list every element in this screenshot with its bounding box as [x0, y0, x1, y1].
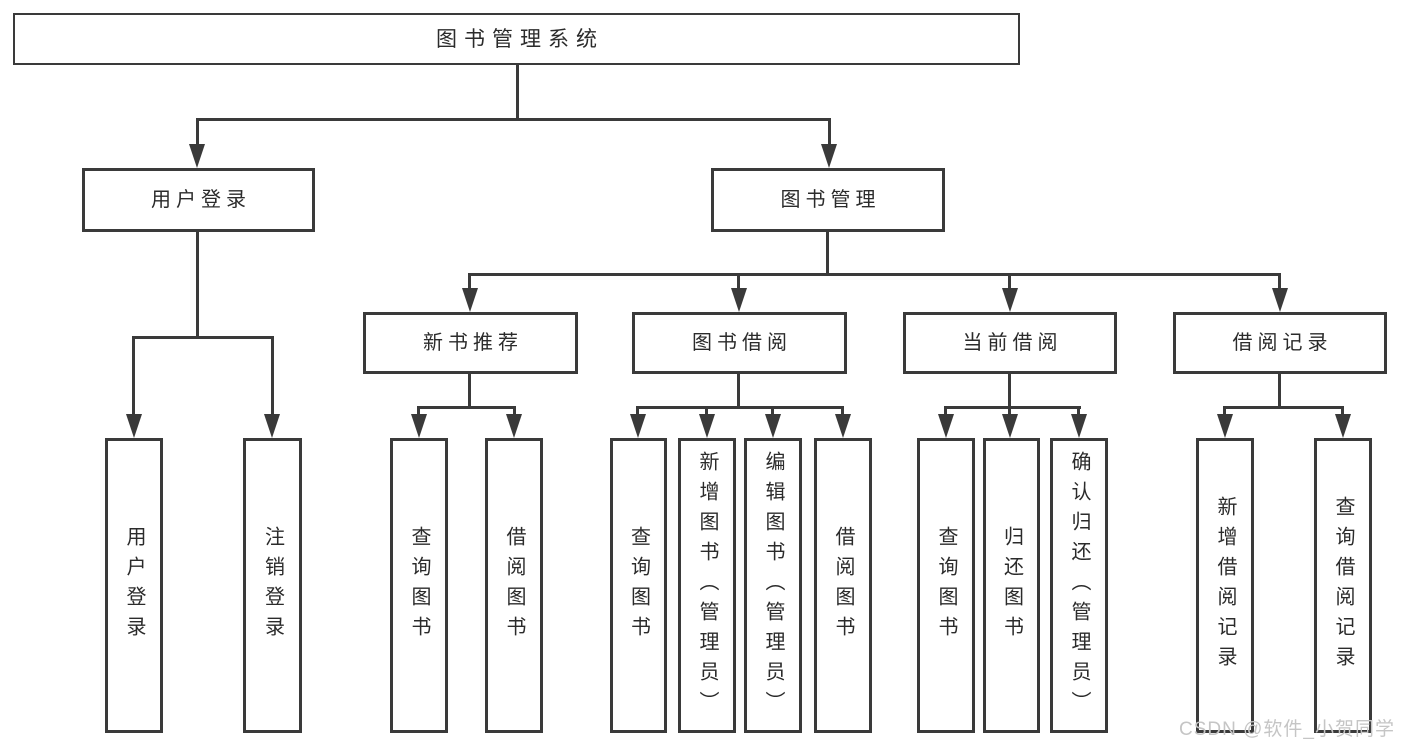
node-book-management: 图书管理	[711, 168, 945, 232]
connector-line	[705, 408, 708, 418]
connector-line	[417, 408, 420, 418]
connector-arrow-icon	[126, 414, 142, 438]
leaf-query-borrow-record: 查询借阅记录	[1314, 438, 1372, 733]
leaf-user-login: 用户登录	[105, 438, 163, 733]
connector-arrow-icon	[731, 288, 747, 312]
leaf-edit-book-admin: 编辑图书（管理员）	[744, 438, 802, 733]
node-library-management-system: 图书管理系统	[13, 13, 1020, 65]
leaf-add-borrow-record: 新增借阅记录	[1196, 438, 1254, 733]
connector-arrow-icon	[462, 288, 478, 312]
connector-line	[1008, 275, 1011, 291]
leaf-borrow-book-recommend: 借阅图书	[485, 438, 543, 733]
connector-line	[417, 406, 516, 409]
node-book-borrowing: 图书借阅	[632, 312, 847, 374]
connector-line	[513, 408, 516, 418]
connector-line	[468, 372, 471, 409]
connector-line	[271, 338, 274, 416]
node-user-login: 用户登录	[82, 168, 315, 232]
connector-line	[196, 120, 199, 144]
connector-line	[516, 64, 519, 121]
connector-line	[1278, 275, 1281, 291]
leaf-logout: 注销登录	[243, 438, 302, 733]
connector-arrow-icon	[938, 414, 954, 438]
connector-line	[1008, 408, 1011, 418]
leaf-query-book-recommend: 查询图书	[390, 438, 448, 733]
connector-arrow-icon	[821, 144, 837, 168]
connector-arrow-icon	[699, 414, 715, 438]
connector-line	[1077, 408, 1080, 418]
connector-line	[1278, 372, 1281, 409]
connector-arrow-icon	[630, 414, 646, 438]
connector-arrow-icon	[1002, 288, 1018, 312]
connector-arrow-icon	[411, 414, 427, 438]
connector-line	[944, 406, 1081, 409]
watermark-text: CSDN @软件_小贺同学	[1179, 719, 1395, 740]
connector-arrow-icon	[1071, 414, 1087, 438]
leaf-borrow-book-borrowing: 借阅图书	[814, 438, 872, 733]
connector-line	[1341, 408, 1344, 418]
node-new-book-recommendation: 新书推荐	[363, 312, 578, 374]
node-current-borrowing: 当前借阅	[903, 312, 1117, 374]
node-borrowing-records: 借阅记录	[1173, 312, 1387, 374]
connector-line	[737, 275, 740, 291]
connector-line	[771, 408, 774, 418]
connector-line	[196, 118, 831, 121]
leaf-query-book-current: 查询图书	[917, 438, 975, 733]
leaf-confirm-return-admin: 确认归还（管理员）	[1050, 438, 1108, 733]
connector-line	[828, 120, 831, 144]
leaf-query-book-borrowing: 查询图书	[610, 438, 667, 733]
connector-line	[636, 406, 844, 409]
connector-line	[468, 275, 471, 291]
connector-line	[1223, 406, 1344, 409]
connector-line	[636, 408, 639, 418]
connector-line	[1223, 408, 1226, 418]
connector-line	[737, 372, 740, 409]
connector-arrow-icon	[1002, 414, 1018, 438]
connector-arrow-icon	[1272, 288, 1288, 312]
connector-arrow-icon	[506, 414, 522, 438]
connector-line	[1008, 372, 1011, 409]
connector-line	[468, 273, 1281, 276]
connector-arrow-icon	[1217, 414, 1233, 438]
connector-line	[196, 230, 199, 338]
leaf-add-book-admin: 新增图书（管理员）	[678, 438, 736, 733]
connector-arrow-icon	[835, 414, 851, 438]
connector-line	[132, 336, 274, 339]
connector-arrow-icon	[1335, 414, 1351, 438]
connector-line	[944, 408, 947, 418]
leaf-return-book: 归还图书	[983, 438, 1040, 733]
connector-line	[841, 408, 844, 418]
connector-line	[132, 338, 135, 416]
connector-arrow-icon	[765, 414, 781, 438]
connector-line	[826, 230, 829, 276]
connector-arrow-icon	[264, 414, 280, 438]
connector-arrow-icon	[189, 144, 205, 168]
